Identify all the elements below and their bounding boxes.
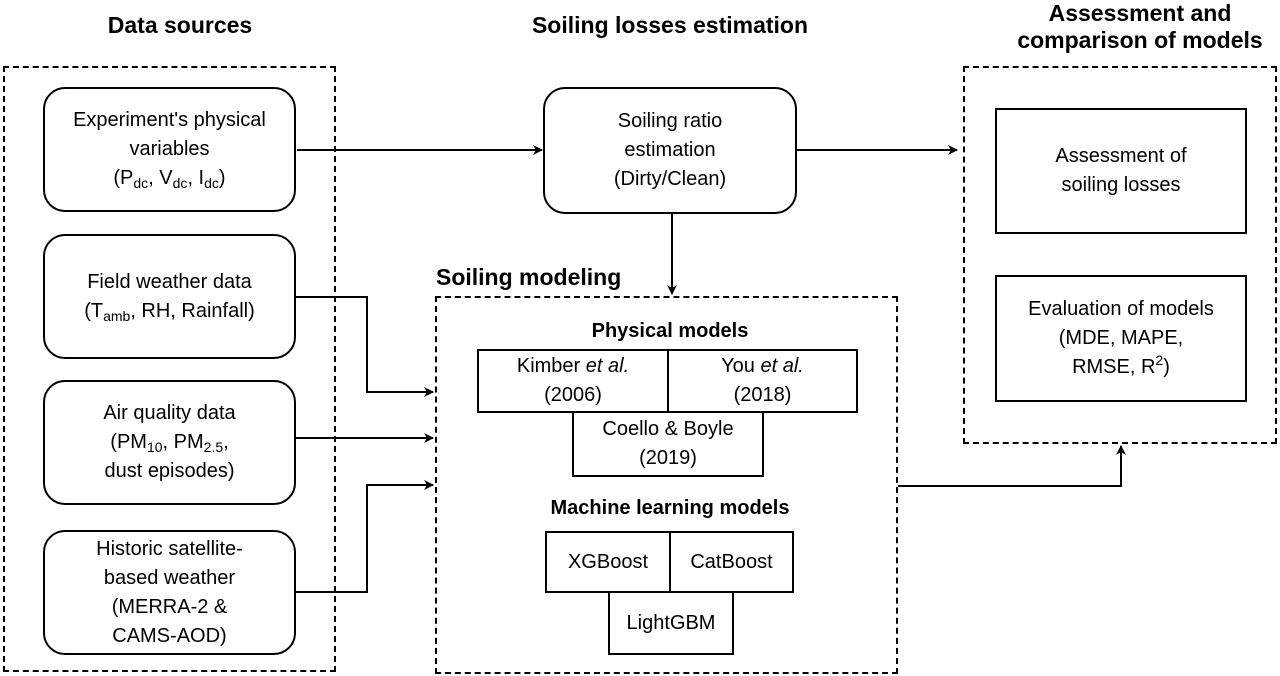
assessment-line1: Assessment of <box>1055 145 1187 167</box>
air-quality-line3: dust episodes) <box>104 460 235 482</box>
coello-name: Coello & Boyle <box>602 418 734 440</box>
satellite-weather-box: Historic satellite- based weather (MERRA… <box>43 530 296 655</box>
lightgbm-model-box: LightGBM <box>608 591 734 655</box>
weather-line1: Field weather data <box>87 270 252 293</box>
air-quality-line2: (PM10, PM2.5, <box>110 431 229 455</box>
satellite-line3: (MERRA-2 & <box>111 595 228 618</box>
field-weather-box: Field weather data (Tamb, RH, Rainfall) <box>43 234 296 359</box>
arrow-satellite-to-modeling <box>296 480 434 593</box>
heading-data-sources: Data sources <box>107 12 253 38</box>
experiment-line3: (Pdc, Vdc, Idc) <box>113 167 226 191</box>
weather-line2: (Tamb, RH, Rainfall) <box>84 299 255 324</box>
you-model-box: You et al. (2018) <box>667 349 858 413</box>
assessment-container <box>963 66 1277 444</box>
ml-models-title: Machine learning models <box>550 497 790 519</box>
arrow-weather-to-modeling <box>296 296 434 397</box>
physical-models-title: Physical models <box>591 320 749 342</box>
you-year: (2018) <box>733 384 792 406</box>
experiment-line1: Experiment's physical <box>73 109 266 131</box>
soiling-ratio-line3: (Dirty/Clean) <box>613 168 727 190</box>
heading-assessment-line1: Assessment and <box>1048 0 1232 26</box>
satellite-line2: based weather <box>103 566 236 589</box>
air-quality-line1: Air quality data <box>103 402 236 424</box>
soiling-ratio-box: Soiling ratio estimation (Dirty/Clean) <box>543 87 797 214</box>
data-sources-container <box>3 66 336 672</box>
kimber-name: Kimber et al. <box>516 355 630 377</box>
coello-model-box: Coello & Boyle (2019) <box>572 411 764 477</box>
soiling-modeling-container <box>435 296 898 674</box>
satellite-line1: Historic satellite- <box>96 537 243 560</box>
coello-year: (2019) <box>639 447 697 469</box>
satellite-line4: CAMS-AOD) <box>112 624 227 647</box>
assessment-line2: soiling losses <box>1061 174 1181 196</box>
air-quality-box: Air quality data (PM10, PM2.5, dust epis… <box>43 380 296 505</box>
experiment-line2: variables <box>129 138 210 160</box>
evaluation-line2: (MDE, MAPE, <box>1058 327 1184 349</box>
soiling-ratio-line1: Soiling ratio <box>617 110 723 132</box>
soiling-ratio-line2: estimation <box>624 139 716 161</box>
kimber-year: (2006) <box>544 384 602 406</box>
you-name: You et al. <box>721 355 804 377</box>
models-evaluation-box: Evaluation of models (MDE, MAPE, RMSE, R… <box>995 275 1247 402</box>
catboost-model-box: CatBoost <box>669 531 794 593</box>
heading-soiling-losses-estimation: Soiling losses estimation <box>531 12 809 38</box>
heading-assessment-line2: comparison of models <box>1017 27 1263 53</box>
kimber-model-box: Kimber et al. (2006) <box>477 349 669 413</box>
heading-assessment-comparison: Assessment and comparison of models <box>990 0 1280 54</box>
xgboost-model-box: XGBoost <box>545 531 671 593</box>
experiment-variables-box: Experiment's physical variables (Pdc, Vd… <box>43 87 296 212</box>
soiling-losses-assessment-box: Assessment of soiling losses <box>995 108 1247 234</box>
evaluation-line3: RMSE, R2) <box>1072 352 1170 378</box>
evaluation-line1: Evaluation of models <box>1028 298 1214 320</box>
heading-soiling-modeling: Soiling modeling <box>436 264 622 290</box>
arrow-modeling-to-assessment <box>898 445 1126 487</box>
